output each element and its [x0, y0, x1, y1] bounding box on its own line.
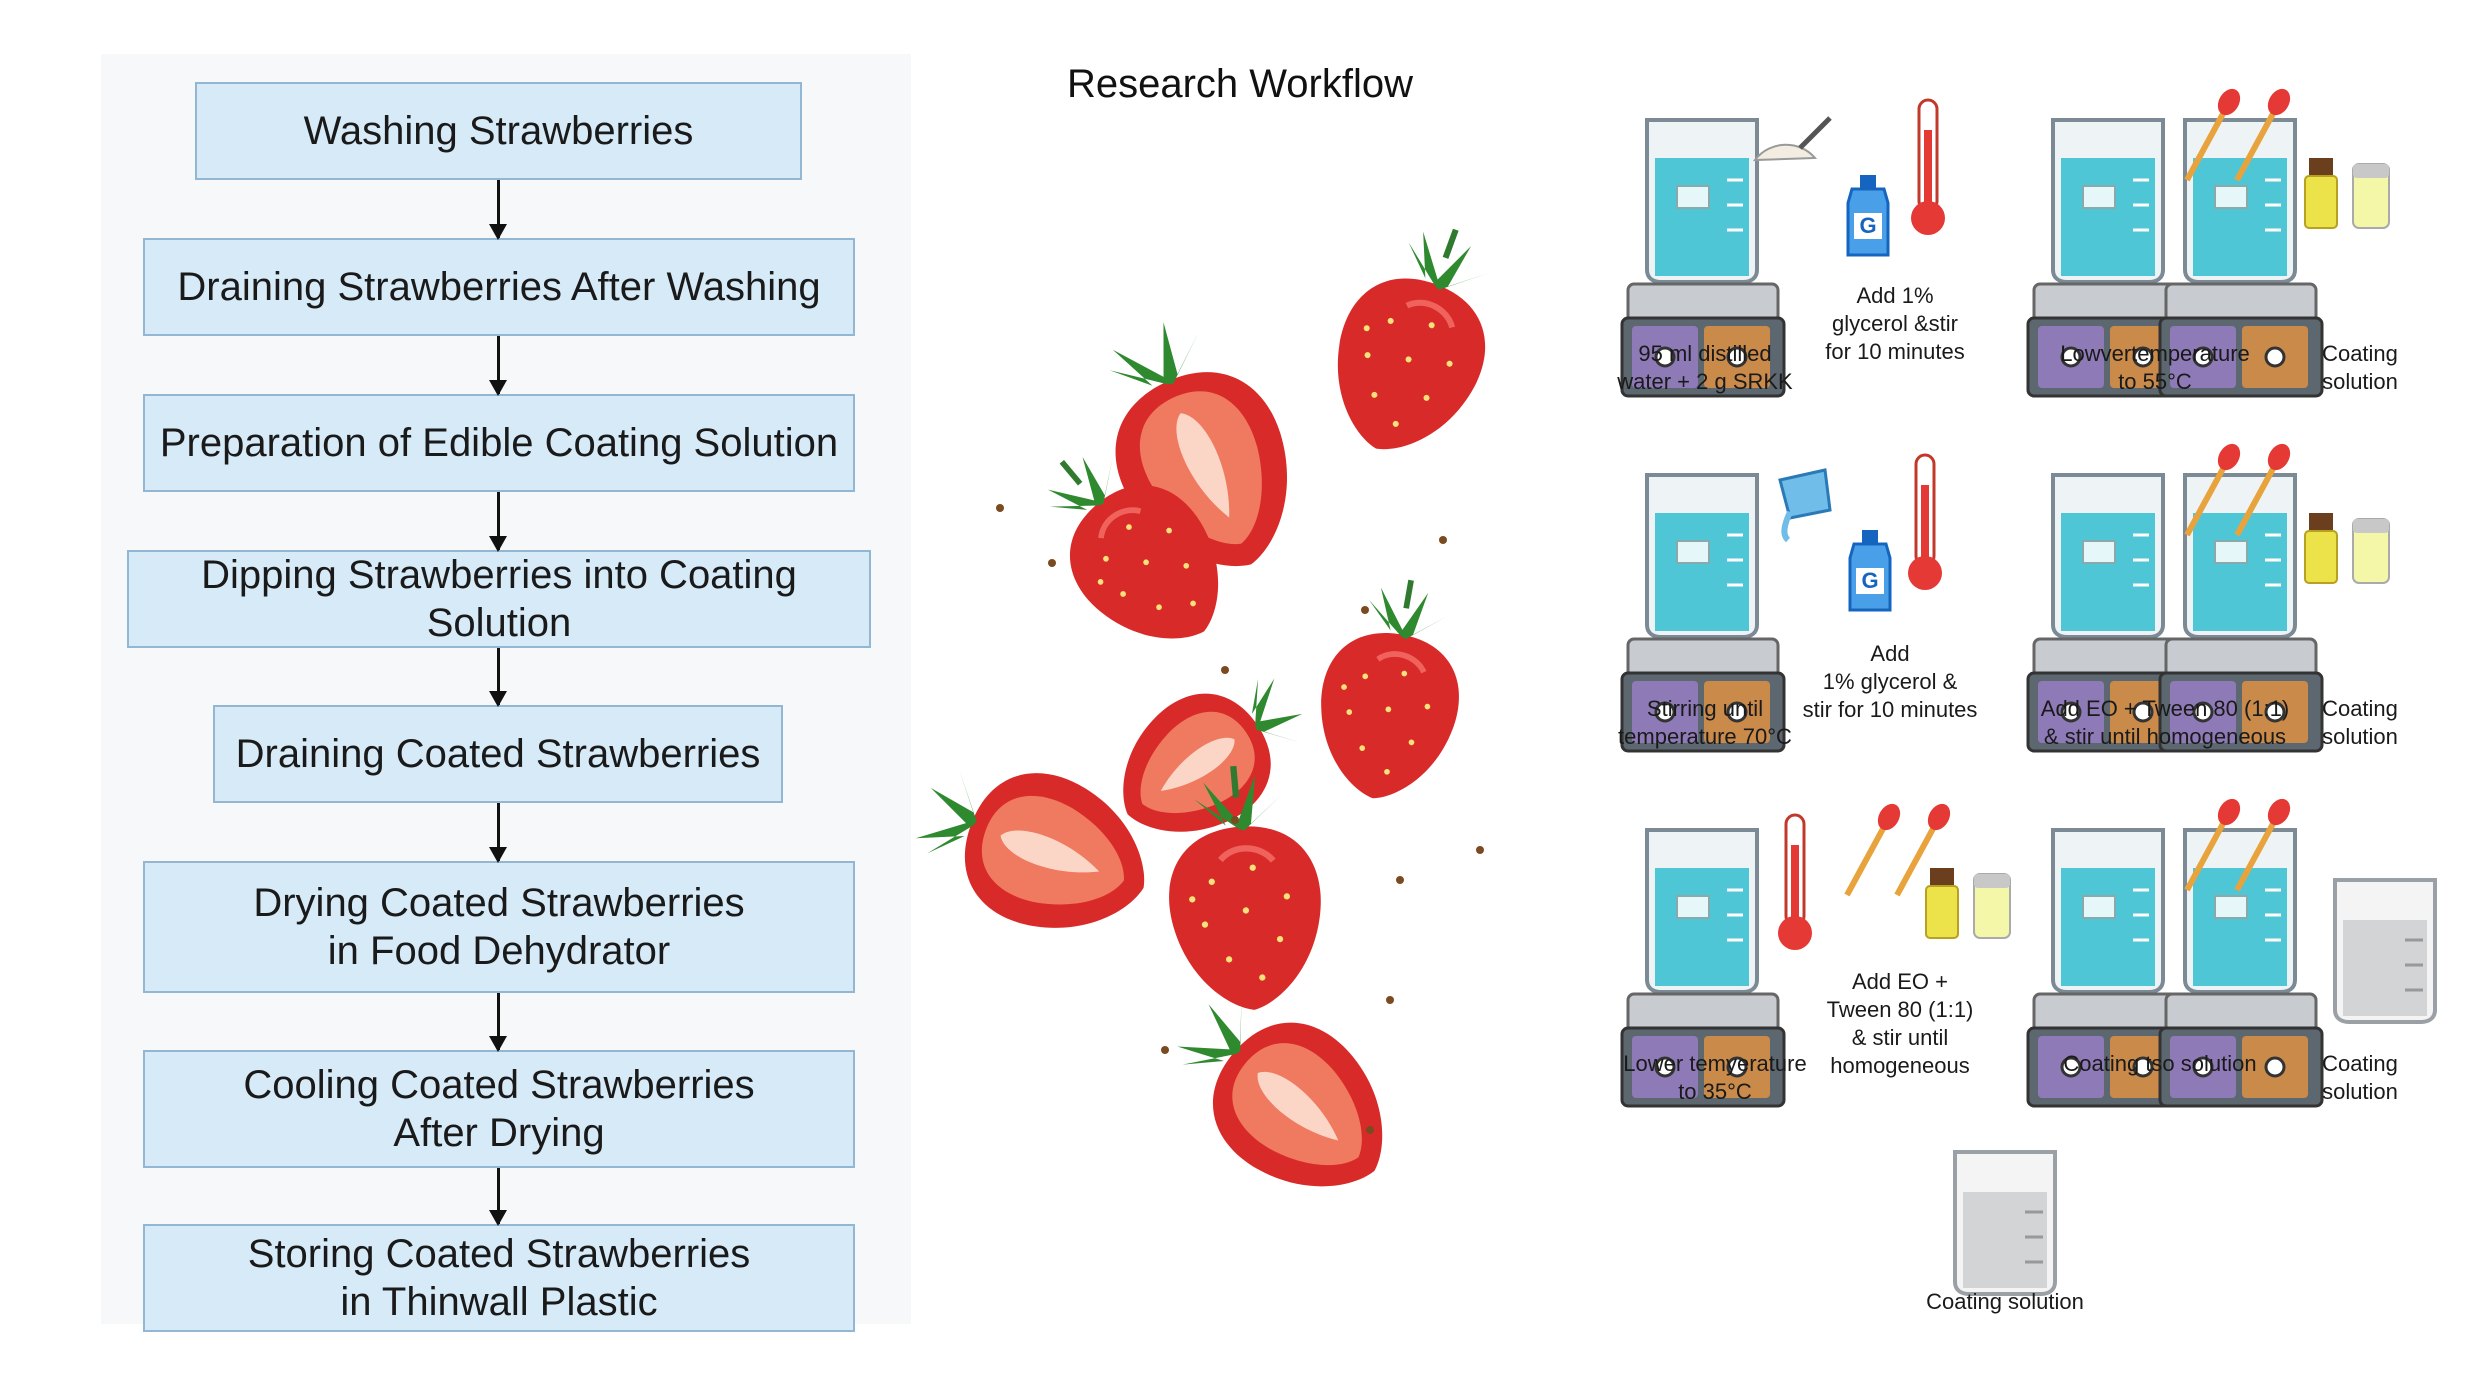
step-label: Coating solution	[2322, 341, 2398, 394]
thermometer-icon	[1906, 453, 1944, 592]
step-preparation: Preparation of Edible Coating Solution	[143, 394, 855, 492]
final-beaker-icon	[1953, 1150, 2057, 1296]
step-label: Stirring until temperature 70°C	[1618, 696, 1792, 749]
step-label: 95 ml distilled water + 2 g SRKK	[1617, 341, 1793, 394]
strawberry-image	[897, 205, 1524, 1229]
step-label: Add EO + Tween 80 (1:1) & stir until hom…	[2040, 696, 2290, 749]
bottle-letter: G	[1861, 568, 1879, 593]
step-label: Add 1% glycerol & stir for 10 minutes	[1802, 641, 1978, 722]
oil-vial-icon	[1925, 867, 2011, 939]
thermometer-icon	[1909, 98, 1947, 237]
thermometer-icon	[1776, 813, 1814, 952]
step-label: Lowvertemperature to 55°C	[2060, 341, 2250, 394]
step-label: Coating solution	[2322, 1051, 2398, 1104]
step-storing: Storing Coated Strawberries in Thinwall …	[143, 1224, 855, 1332]
step-label: Lower temyerature to 35°C	[1623, 1051, 1807, 1104]
step-label: Coating tso solution	[2063, 1051, 2257, 1076]
step-label: Add 1% glycerol &stir for 10 minutes	[1825, 283, 1965, 364]
step-draining-coated: Draining Coated Strawberries	[213, 705, 783, 803]
oil-vial-icon	[2304, 512, 2390, 584]
step-drying: Drying Coated Strawberries in Food Dehyd…	[143, 861, 855, 993]
oil-vial-icon	[2304, 157, 2390, 229]
page-title: Research Workflow	[1066, 62, 1414, 106]
step-washing: Washing Strawberries	[195, 82, 802, 180]
step-dipping: Dipping Strawberries into Coating Soluti…	[127, 550, 871, 648]
final-beaker-icon	[2333, 878, 2437, 1024]
step-draining: Draining Strawberries After Washing	[143, 238, 855, 336]
step-label: Coating solution	[2322, 696, 2398, 749]
water-pour-icon	[1778, 468, 1832, 543]
step-cooling: Cooling Coated Strawberries After Drying	[143, 1050, 855, 1168]
bottle-letter: G	[1859, 213, 1877, 238]
final-label: Coating solution	[1926, 1289, 2084, 1314]
step-label: Add EO + Tween 80 (1:1) & stir until hom…	[1826, 969, 1974, 1078]
powder-spoon-icon	[1752, 116, 1832, 162]
